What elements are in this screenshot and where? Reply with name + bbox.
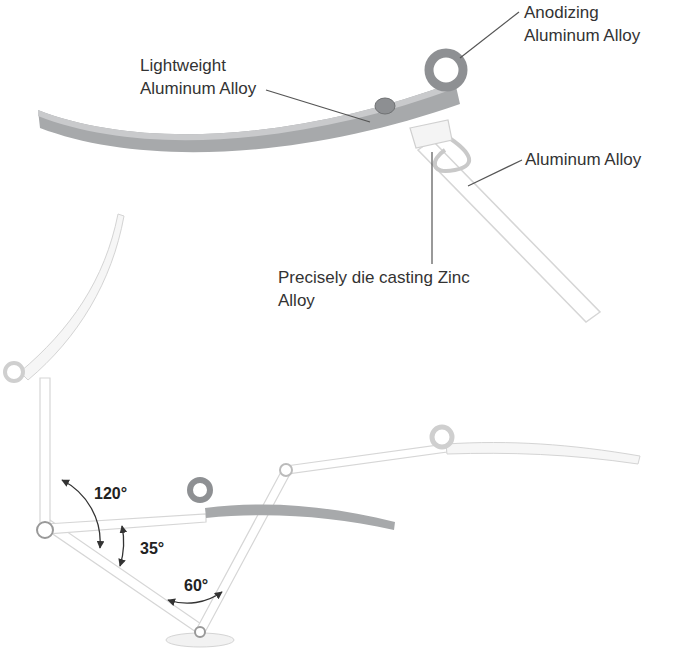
ring — [429, 53, 463, 87]
part-label: Precisely die casting Zinc Alloy — [278, 266, 488, 312]
arm — [46, 514, 206, 534]
leader-line — [266, 90, 370, 122]
lamp-head — [446, 443, 640, 465]
leader-line — [468, 160, 522, 186]
part-label: Anodizing Aluminum Alloy — [524, 1, 664, 47]
lamp-head — [20, 214, 124, 380]
hinge — [37, 522, 53, 538]
ring — [432, 427, 452, 447]
leader-line — [431, 152, 432, 264]
knob — [375, 98, 395, 114]
lamp-head — [205, 504, 395, 530]
hinge — [195, 627, 205, 637]
ring — [5, 363, 23, 381]
part-label: Aluminum Alloy — [525, 148, 675, 171]
arm — [44, 520, 204, 632]
ring — [190, 480, 210, 500]
zinc-joint — [410, 120, 452, 148]
hinge — [280, 464, 292, 476]
angle-label: 35° — [140, 537, 190, 560]
arm — [286, 444, 447, 474]
arm — [40, 378, 50, 528]
angle-label: 120° — [94, 482, 154, 505]
part-label: Lightweight Aluminum Alloy — [140, 54, 270, 100]
angle-arc — [120, 526, 124, 566]
leader-line — [460, 12, 519, 58]
angle-label: 60° — [184, 574, 234, 597]
